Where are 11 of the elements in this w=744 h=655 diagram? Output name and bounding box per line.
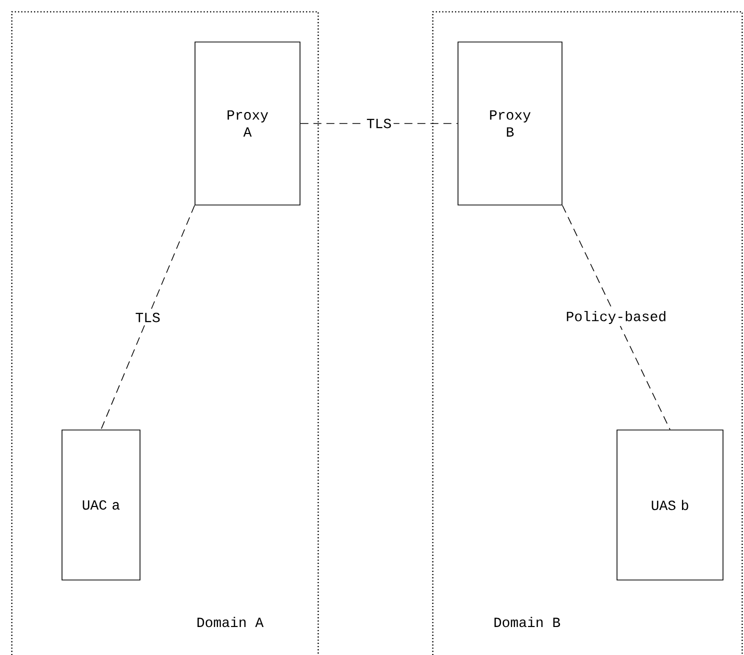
- edge-label: TLS: [364, 116, 394, 130]
- connector-line: [562, 204, 670, 430]
- entity-box: UAS b: [616, 430, 724, 580]
- edge-label: Policy-based: [564, 308, 669, 326]
- entity-box: Proxy A: [194, 42, 300, 206]
- entity-box: UAC a: [62, 430, 140, 580]
- entity-box: Proxy B: [458, 42, 562, 206]
- domain-label: Domain A: [198, 616, 264, 628]
- edge-label: TLS: [133, 310, 162, 324]
- connector-line: [100, 204, 195, 430]
- domain-label: Domain B: [494, 616, 560, 628]
